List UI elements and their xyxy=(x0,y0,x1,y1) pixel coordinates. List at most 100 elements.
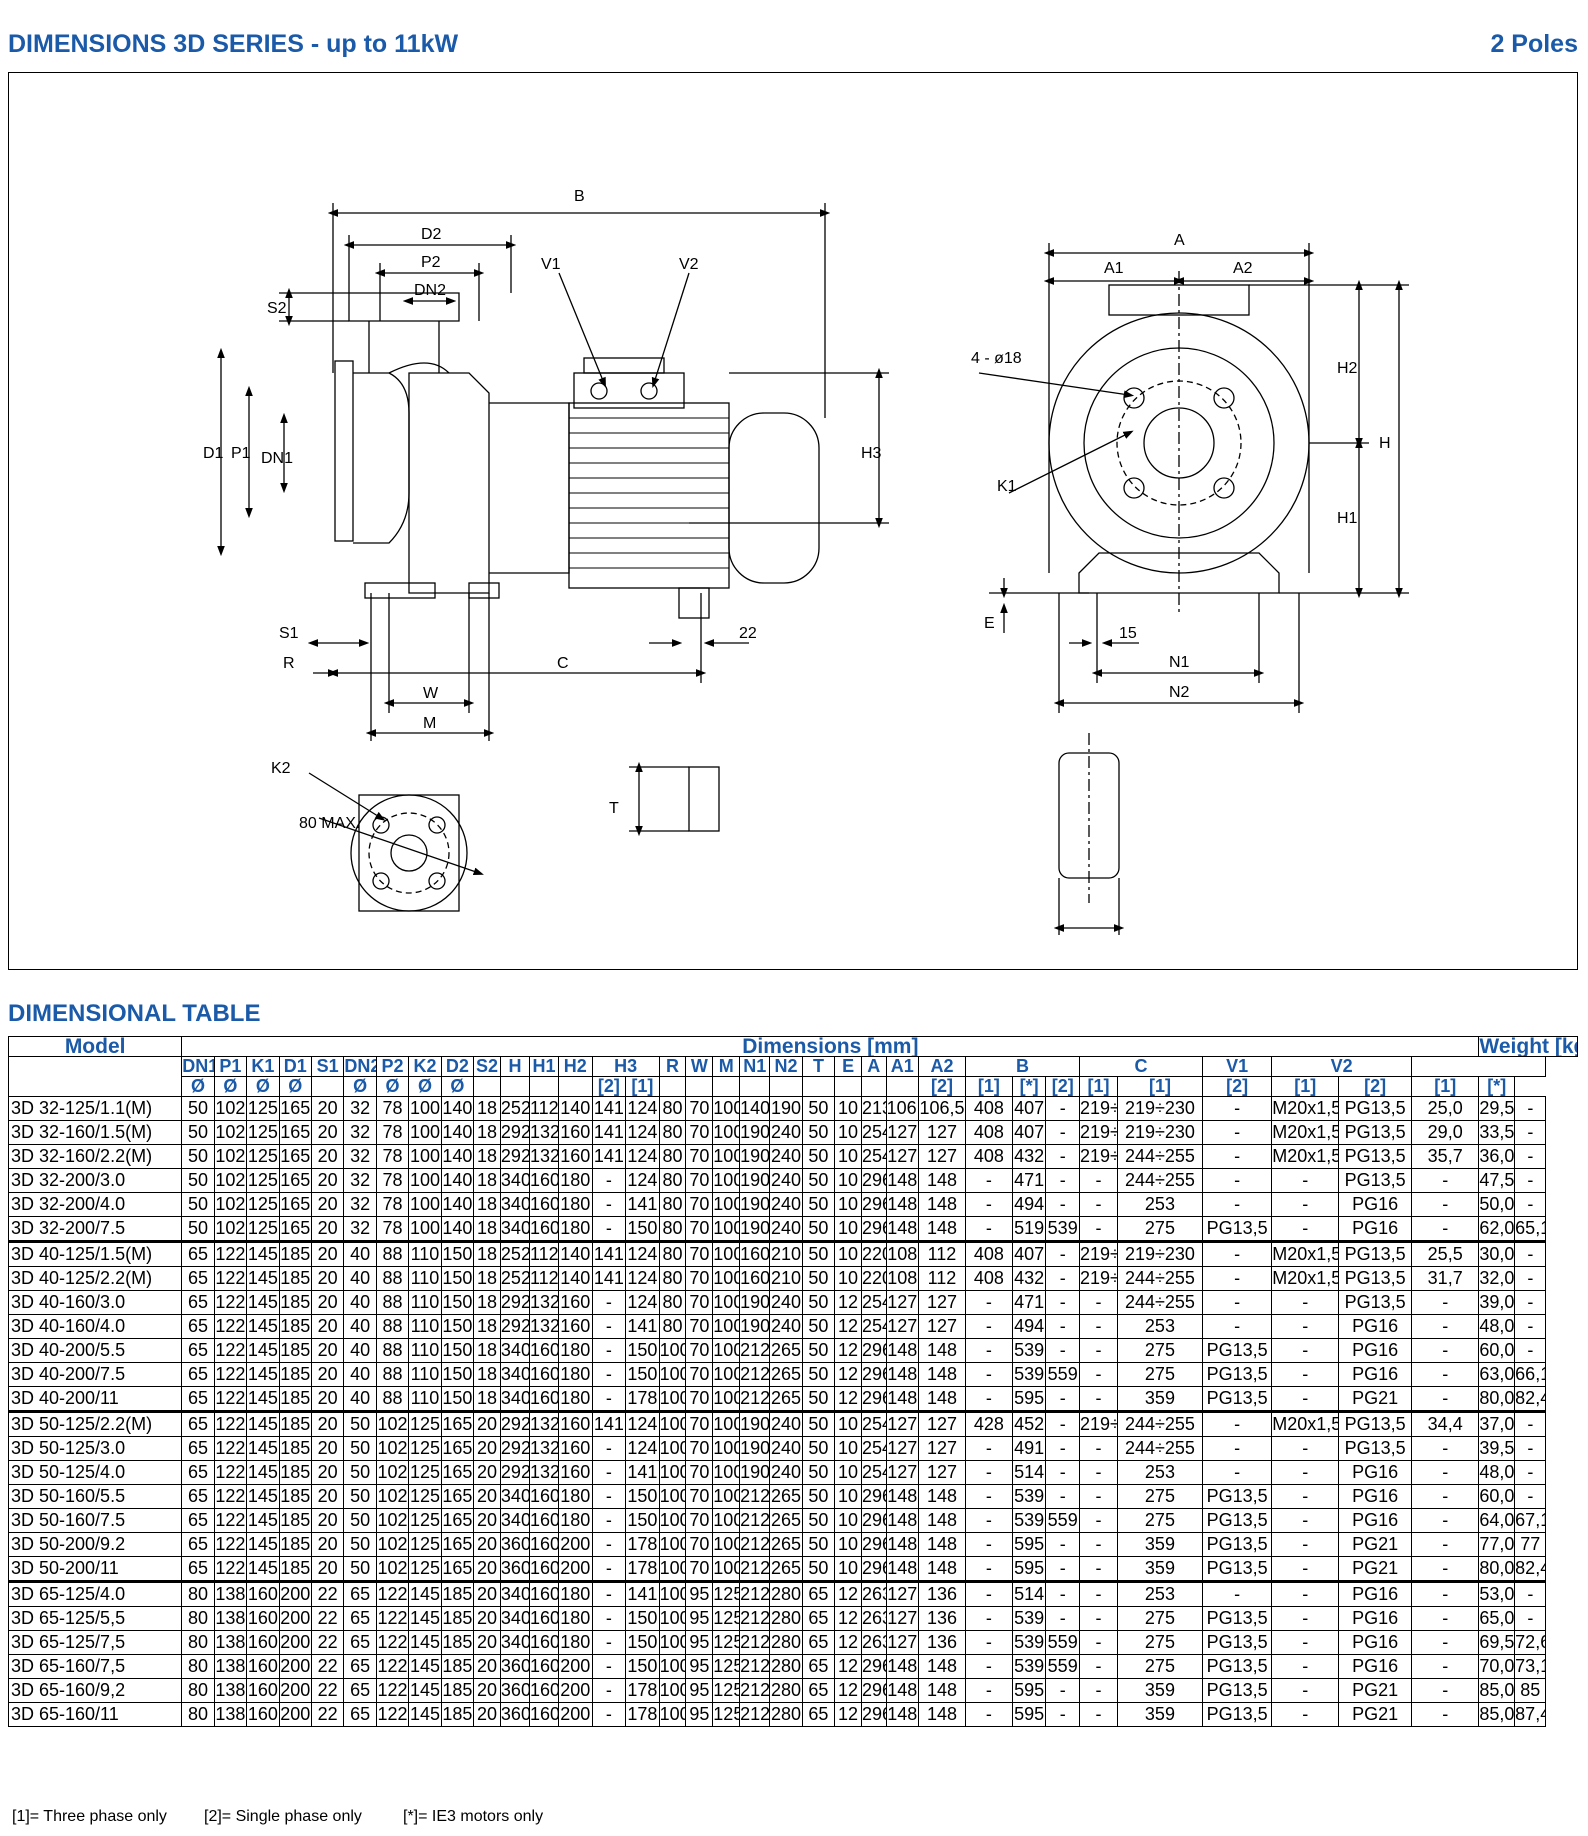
table-cell: 100 xyxy=(658,1532,687,1557)
model-cell: 3D 50-200/11 xyxy=(7,1556,183,1582)
table-cell: 122 xyxy=(213,1556,248,1582)
table-cell: - xyxy=(591,1290,627,1315)
table-cell: 102 xyxy=(375,1556,410,1582)
table-cell: 80 xyxy=(658,1216,687,1242)
table-cell: 254 xyxy=(860,1460,887,1485)
table-cell: 50 xyxy=(343,1460,377,1485)
col-header-a2: A2 xyxy=(918,1056,966,1077)
table-cell: 124 xyxy=(625,1120,660,1145)
table-cell: 122 xyxy=(213,1460,248,1485)
table-cell: 340 xyxy=(499,1606,530,1631)
table-cell: 160 xyxy=(558,1460,593,1485)
table-cell: 40 xyxy=(343,1386,377,1412)
suction-flange xyxy=(334,360,354,542)
table-cell: M20x1,5 xyxy=(1271,1410,1340,1437)
table-cell: 80,0 xyxy=(1478,1386,1516,1412)
table-cell: 148 xyxy=(885,1192,920,1217)
table-cell: 100 xyxy=(712,1144,741,1169)
dim-label-m: M xyxy=(423,715,436,732)
table-cell: - xyxy=(1045,1192,1080,1217)
table-cell: - xyxy=(1271,1532,1340,1557)
table-cell: 150 xyxy=(625,1484,660,1509)
table-cell: 32 xyxy=(343,1168,377,1193)
table-cell: 122 xyxy=(213,1436,248,1461)
table-cell: 185 xyxy=(278,1290,312,1315)
table-cell: 132 xyxy=(528,1436,560,1461)
table-cell: 471 xyxy=(1011,1168,1047,1193)
table-cell: 165 xyxy=(440,1556,475,1582)
table-cell: 122 xyxy=(375,1678,410,1703)
table-cell: 200 xyxy=(278,1702,312,1727)
table-cell: 160 xyxy=(528,1606,560,1631)
table-cell: 70 xyxy=(685,1386,714,1412)
table-cell: 145 xyxy=(246,1436,280,1461)
col-header-w: W xyxy=(685,1056,714,1077)
table-cell: - xyxy=(1045,1168,1080,1193)
sub-tag-11 xyxy=(528,1076,560,1097)
table-cell: 80 xyxy=(181,1580,215,1607)
table-cell: 50 xyxy=(181,1168,215,1193)
table-cell: 100 xyxy=(712,1362,741,1387)
table-cell: 60,0 xyxy=(1478,1338,1516,1363)
table-cell: - xyxy=(1201,1580,1273,1607)
table-cell: 50,0 xyxy=(1478,1192,1516,1217)
table-cell: 165 xyxy=(278,1192,312,1217)
col-header-h: H xyxy=(499,1056,530,1077)
table-cell: 22 xyxy=(310,1702,345,1727)
table-cell: 160 xyxy=(528,1678,560,1703)
table-cell: 65 xyxy=(801,1580,836,1607)
table-cell: 265 xyxy=(769,1556,803,1582)
table-cell: 219÷230 xyxy=(1078,1266,1118,1291)
sub-tag-4 xyxy=(310,1076,345,1097)
table-cell: 100 xyxy=(658,1338,687,1363)
poles-label: 2 Poles xyxy=(1490,30,1578,58)
table-cell: 200 xyxy=(278,1580,312,1607)
model-cell: 3D 32-200/4.0 xyxy=(7,1192,183,1217)
table-cell: - xyxy=(1514,1266,1547,1291)
table-cell: 65 xyxy=(181,1436,215,1461)
table-cell: 125 xyxy=(246,1216,280,1242)
table-cell: 122 xyxy=(213,1240,248,1267)
table-cell: - xyxy=(964,1216,1013,1242)
table-cell: 20 xyxy=(310,1436,345,1461)
table-cell: - xyxy=(1410,1192,1480,1217)
table-cell: 190 xyxy=(739,1216,771,1242)
table-cell: 408 xyxy=(964,1144,1013,1169)
table-cell: - xyxy=(591,1216,627,1242)
table-cell: 160 xyxy=(246,1654,280,1679)
table-cell: 148 xyxy=(918,1678,966,1703)
table-cell: 100 xyxy=(712,1460,741,1485)
table-cell: 124 xyxy=(625,1144,660,1169)
table-cell: 100 xyxy=(712,1532,741,1557)
sub-tag-19 xyxy=(769,1076,803,1097)
table-cell: 85,0 xyxy=(1478,1678,1516,1703)
table-cell: 70,0 xyxy=(1478,1654,1516,1679)
table-cell: 85,0 xyxy=(1478,1702,1516,1727)
table-cell: 53,0 xyxy=(1478,1580,1516,1607)
dimensions-header: Dimensions [mm] xyxy=(181,1036,1480,1057)
table-cell: 10 xyxy=(834,1508,862,1533)
table-cell: 100 xyxy=(658,1436,687,1461)
footnote-three-phase: [1]= Three phase only xyxy=(12,1808,167,1825)
table-cell: - xyxy=(1201,1460,1273,1485)
table-cell: 280 xyxy=(769,1630,803,1655)
table-cell: 359 xyxy=(1116,1702,1203,1727)
table-cell: 200 xyxy=(278,1654,312,1679)
table-cell: 100 xyxy=(712,1266,741,1291)
table-cell: PG13,5 xyxy=(1338,1410,1412,1437)
table-cell: - xyxy=(591,1508,627,1533)
table-cell: 180 xyxy=(558,1216,593,1242)
table-cell: 50 xyxy=(801,1216,836,1242)
table-cell: 148 xyxy=(918,1532,966,1557)
table-cell: - xyxy=(1271,1338,1340,1363)
table-cell: - xyxy=(1078,1216,1118,1242)
table-cell: 18 xyxy=(473,1338,501,1363)
table-cell: - xyxy=(1271,1168,1340,1193)
table-cell: 408 xyxy=(964,1266,1013,1291)
table-cell: PG13,5 xyxy=(1201,1654,1273,1679)
table-cell: 20 xyxy=(473,1436,501,1461)
table-cell: 296 xyxy=(860,1484,887,1509)
